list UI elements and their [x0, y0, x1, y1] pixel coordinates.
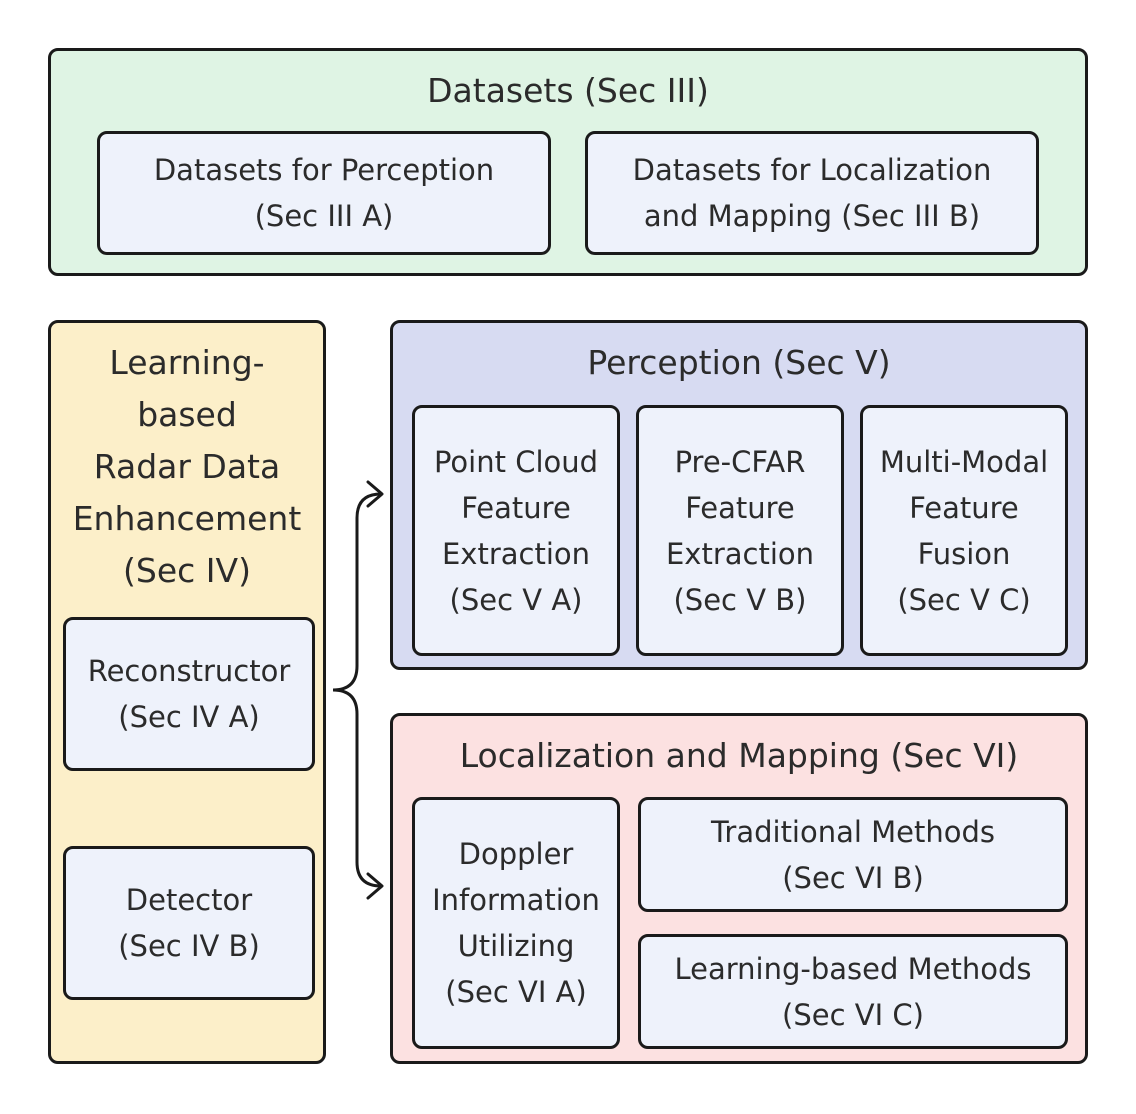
perception-group: Perception (Sec V) Point Cloud Feature E… — [390, 320, 1088, 670]
brace-lower-path — [332, 688, 382, 888]
point-cloud-label: Point Cloud Feature Extraction (Sec V A) — [433, 444, 599, 617]
reconstructor-label: Reconstructor (Sec IV A) — [87, 654, 291, 734]
detector-box: Detector (Sec IV B) — [63, 846, 315, 1000]
traditional-methods-label: Traditional Methods (Sec VI B) — [710, 814, 996, 895]
brace-upper-path — [332, 492, 382, 692]
learning-methods-box: Learning-based Methods (Sec VI C) — [638, 934, 1068, 1049]
datasets-perception-box: Datasets for Perception (Sec III A) — [97, 131, 551, 255]
reconstructor-box: Reconstructor (Sec IV A) — [63, 617, 315, 771]
detector-label: Detector (Sec IV B) — [118, 883, 260, 963]
doppler-label: Doppler Information Utilizing (Sec VI A) — [432, 837, 600, 1009]
arrow-to-perception-icon — [366, 480, 384, 508]
perception-title: Perception (Sec V) — [587, 343, 891, 382]
doppler-box: Doppler Information Utilizing (Sec VI A) — [412, 797, 620, 1049]
multi-modal-label: Multi-Modal Feature Fusion (Sec V C) — [879, 444, 1049, 617]
enhancement-title: Learning- based Radar Data Enhancement (… — [72, 343, 302, 590]
multi-modal-box: Multi-Modal Feature Fusion (Sec V C) — [860, 405, 1068, 656]
datasets-localization-box: Datasets for Localization and Mapping (S… — [585, 131, 1039, 255]
enhancement-group: Learning- based Radar Data Enhancement (… — [48, 320, 326, 1064]
arrow-to-localization-icon — [366, 872, 384, 900]
pre-cfar-label: Pre-CFAR Feature Extraction (Sec V B) — [665, 444, 815, 617]
traditional-methods-box: Traditional Methods (Sec VI B) — [638, 797, 1068, 912]
datasets-title: Datasets (Sec III) — [427, 71, 709, 110]
datasets-localization-label: Datasets for Localization and Mapping (S… — [632, 153, 992, 233]
point-cloud-box: Point Cloud Feature Extraction (Sec V A) — [412, 405, 620, 656]
datasets-group: Datasets (Sec III) Datasets for Percepti… — [48, 48, 1088, 276]
datasets-perception-label: Datasets for Perception (Sec III A) — [153, 153, 495, 233]
learning-methods-label: Learning-based Methods (Sec VI C) — [674, 951, 1032, 1032]
pre-cfar-box: Pre-CFAR Feature Extraction (Sec V B) — [636, 405, 844, 656]
localization-group: Localization and Mapping (Sec VI) Dopple… — [390, 713, 1088, 1064]
localization-title: Localization and Mapping (Sec VI) — [459, 736, 1019, 775]
